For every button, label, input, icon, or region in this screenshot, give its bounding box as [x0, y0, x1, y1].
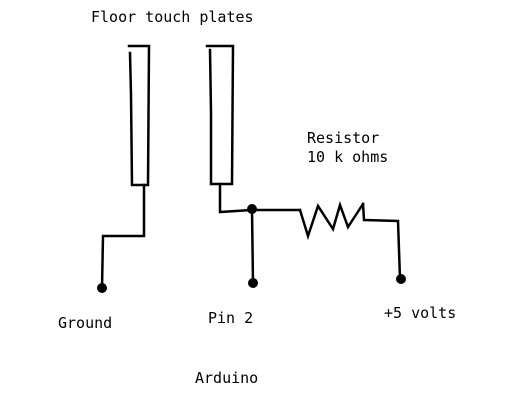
resistor-to-5v-wire: [361, 202, 402, 281]
pin2-terminal-dot: [248, 278, 258, 288]
title-label: Floor touch plates: [91, 8, 254, 26]
resistor-label: Resistor: [307, 129, 380, 147]
ground-wire: [100, 183, 146, 290]
right-touch-plate: [205, 44, 235, 186]
plus5-label: +5 volts: [384, 304, 457, 322]
ground-terminal-dot: [97, 283, 107, 293]
ground-label: Ground: [58, 314, 113, 332]
resistor-zigzag: [298, 200, 365, 241]
left-touch-plate: [127, 44, 151, 187]
junction-dot: [247, 204, 257, 214]
arduino-label: Arduino: [195, 369, 259, 387]
plus5-terminal-dot: [396, 274, 406, 284]
pin2-label: Pin 2: [208, 309, 254, 327]
resistor-value-label: 10 k ohms: [307, 148, 389, 166]
plate-to-junction-wire: [218, 182, 254, 214]
pin2-wire: [250, 208, 255, 285]
